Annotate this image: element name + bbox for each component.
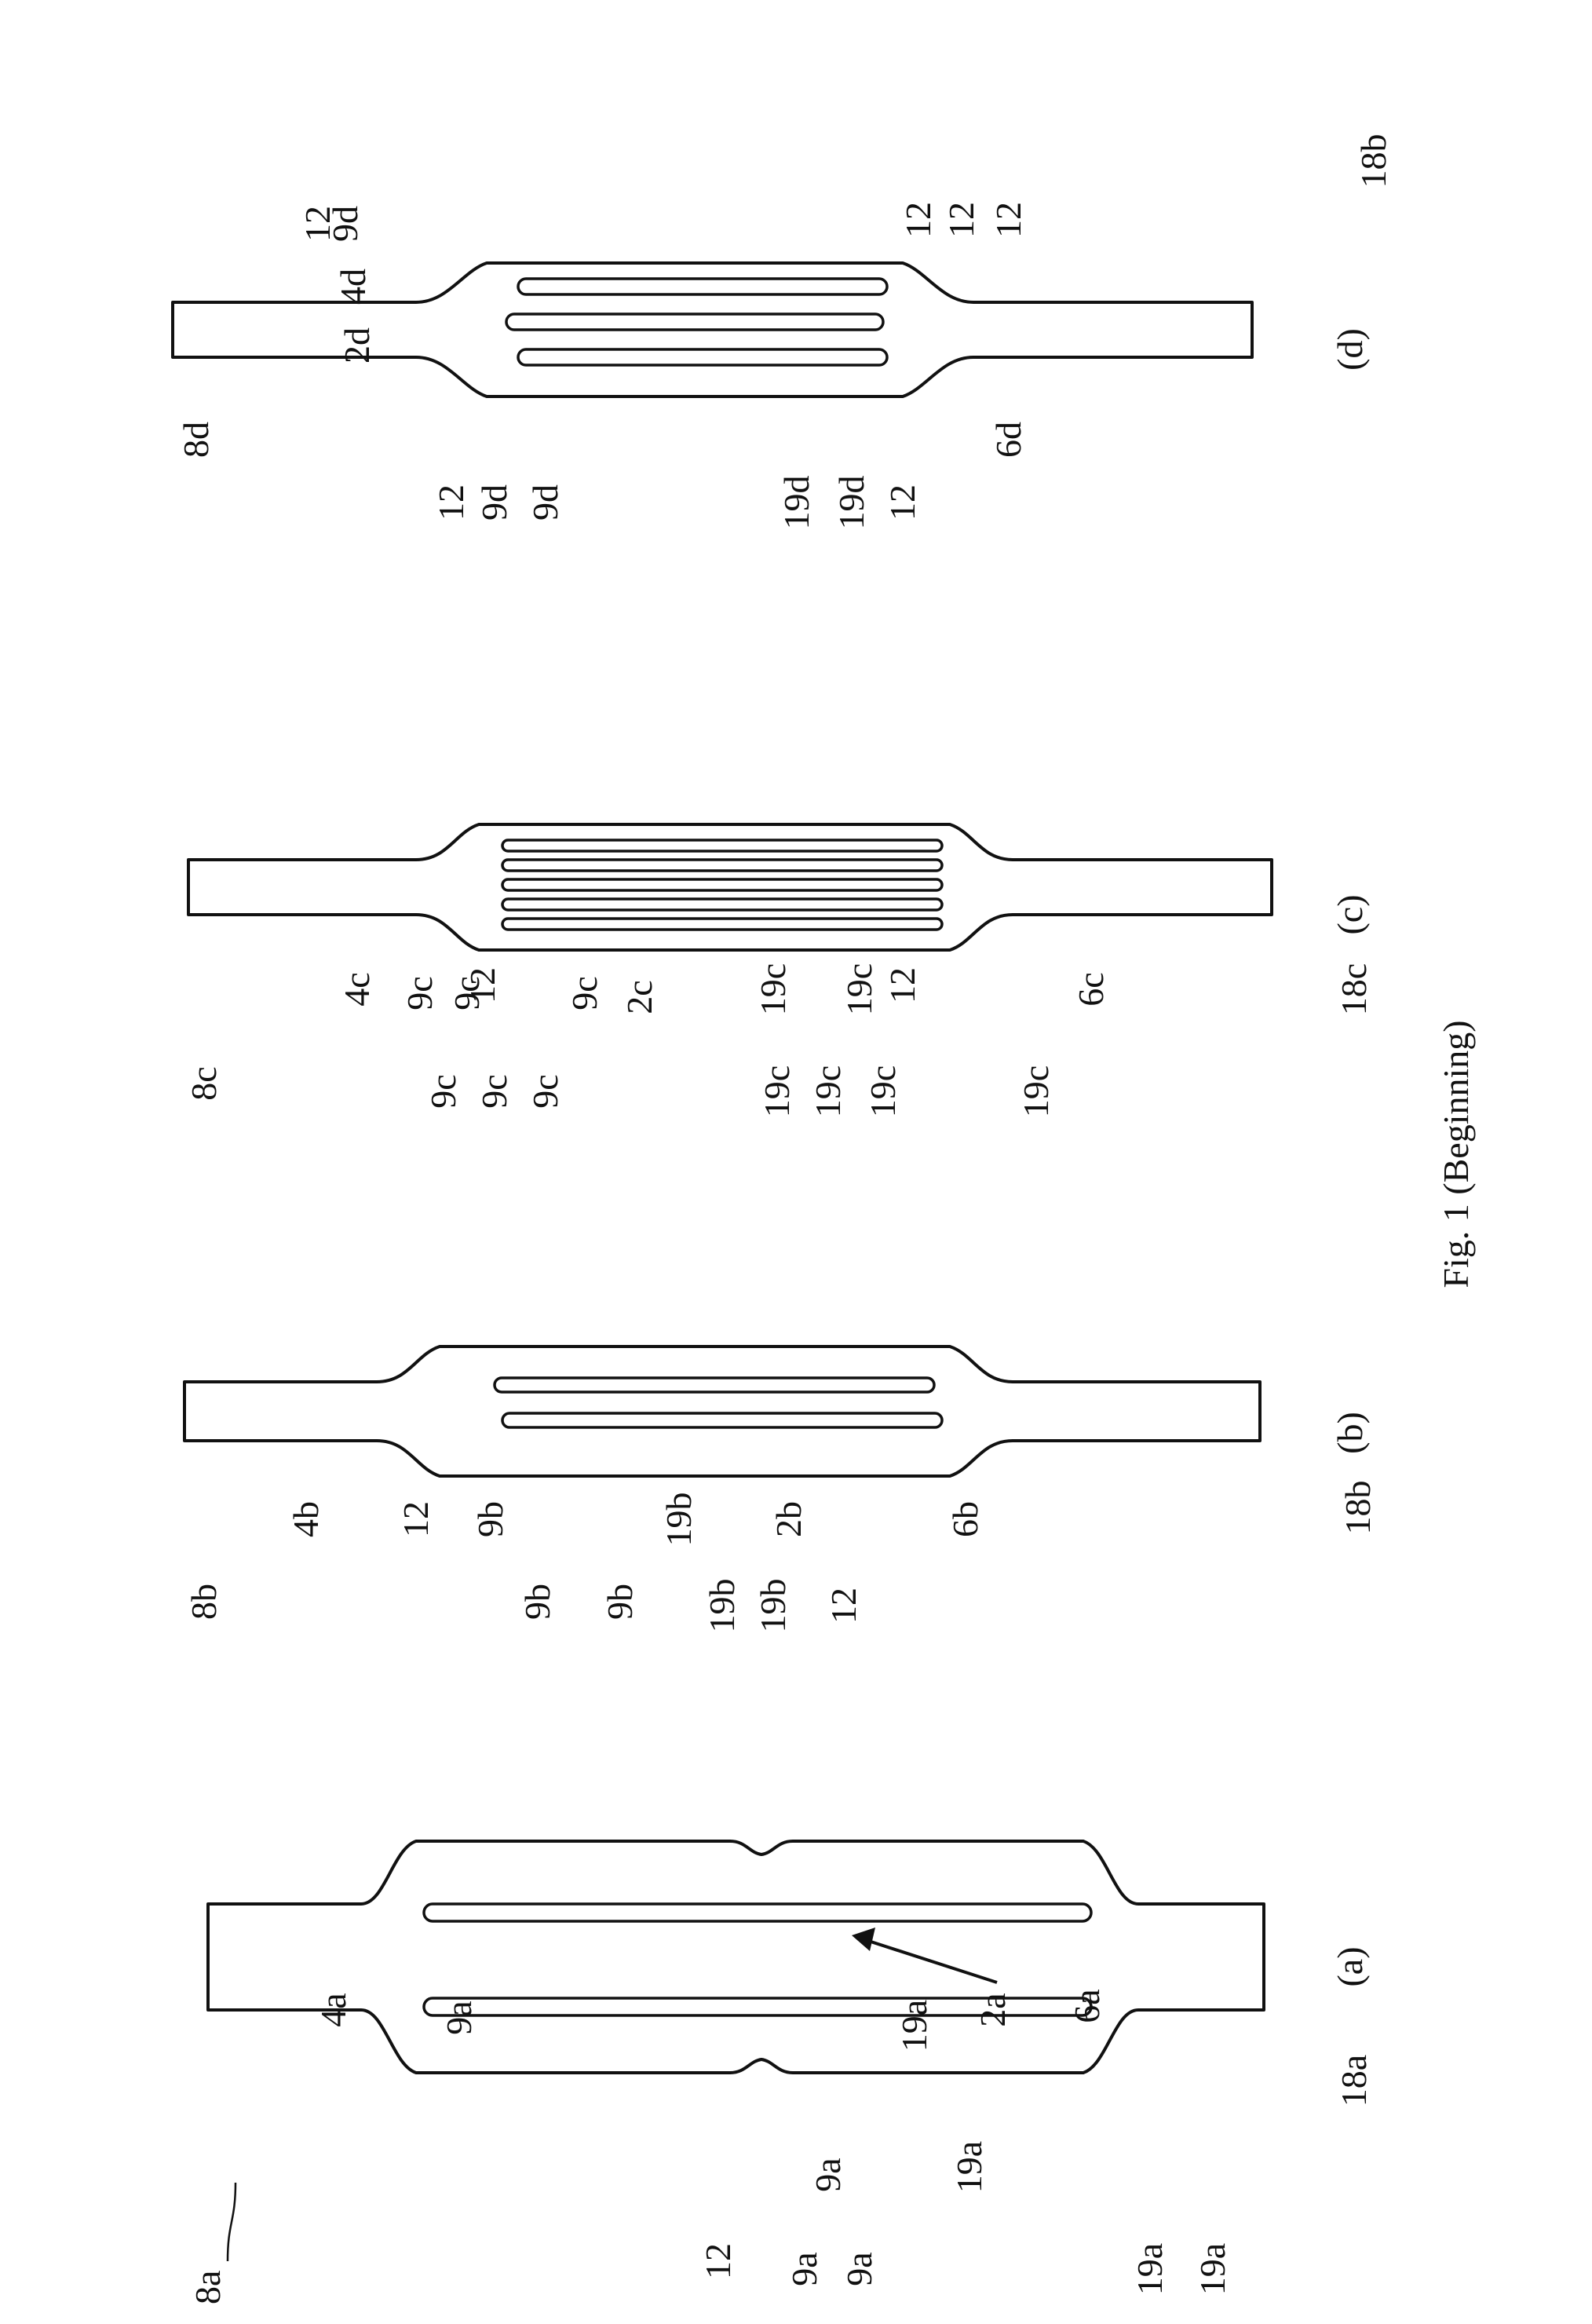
panel-c-ref-lower-leg-1: 19c [753,963,793,1015]
panel-b-ref-joint-lower: 12 [823,1588,864,1624]
panel-b-body-outline [184,1347,1260,1476]
panel-a-ref-top-end: 8a [188,2271,228,2304]
panel-b-ref-bottom-region: 6b [945,1501,985,1537]
panel-d-ref-joint-4: 12 [941,202,981,238]
panel-b-ref-upper-leg-3: 9b [600,1584,640,1620]
panel-c-drawing [188,824,1272,950]
panel-c-ref-top-end: 8c [184,1066,224,1100]
panel-b-slot-1 [495,1378,934,1392]
panel-b-ref-top-region: 4b [286,1501,326,1537]
panel-a-ref-assembly: 2a [973,1993,1013,2026]
panel-b-ref-bottom-end: 18b [1338,1481,1378,1535]
figure-caption: Fig. 1 (Beginning) [1436,1020,1476,1288]
panel-a-ref-lower-leg-1: 19a [894,2000,934,2052]
panel-c-slot-3 [502,879,942,890]
panel-a-ref-upper-leg-2: 9a [808,2158,848,2191]
panel-b-slot-2 [502,1413,942,1427]
panel-d-ref-joint-6: 12 [898,202,938,238]
panel-b-ref-joint-upper: 12 [396,1501,436,1537]
panel-a-drawing [208,1841,1264,2073]
panel-c-ref-upper-leg-1: 9c [400,976,440,1010]
panel-d-ref-lower-leg-1: 19d [776,476,816,530]
panel-a-slot-1 [424,1904,1091,1921]
panel-a-ref-lower-leg-3: 19a [1130,2243,1170,2295]
panel-d-ref-lower-leg-2: 19d [831,476,871,530]
panel-d-ref-top-region: 4d [333,269,373,305]
panel-d-slot-1 [518,279,887,294]
panel-d-label: (d) [1330,328,1370,371]
panel-d-ref-joint-5: 12 [988,202,1028,238]
panel-a-ref-bottom-end: 18a [1334,2055,1374,2107]
panel-d-ref-upper-leg-2: 9d [474,484,514,521]
panel-c-ref-joint-lower: 12 [882,967,922,1003]
panel-c-ref-upper-leg-6: 9c [525,1074,565,1108]
panel-d-slot-2 [506,314,883,330]
panel-b-drawing [184,1347,1260,1476]
panel-c-ref-lower-leg-5: 19c [863,1065,903,1117]
panel-c-slot-4 [502,899,942,910]
panel-c-slot-2 [502,860,942,871]
panel-a-body-outline [208,1841,1264,2073]
panel-c-ref-lower-leg-4: 19c [808,1065,848,1117]
panel-a-ref-upper-leg-3: 9a [784,2252,824,2286]
panel-c-ref-lower-leg-3: 19c [757,1065,797,1117]
panel-b-ref-lower-leg-3: 19b [753,1579,793,1633]
panel-b-ref-assembly: 2b [769,1501,809,1537]
panel-d-ref-joint-3: 12 [882,484,922,521]
panel-a-label: (a) [1330,1946,1370,1986]
panel-a-ref-upper-leg-1: 9a [439,2001,479,2034]
panel-d-ref-bottom-end: 18b [1353,134,1393,188]
panel-b-label: (b) [1330,1412,1370,1454]
panel-c-ref-upper-leg-5: 9c [474,1074,514,1108]
panel-c-ref-top-region: 4c [337,972,377,1006]
panel-c-ref-bottom-region: 6c [1071,972,1111,1006]
panel-a-ref-bottom-region: 6a [1067,1989,1107,2023]
panel-c-label: (c) [1330,894,1370,934]
panel-c-ref-lower-leg-2: 19c [839,963,879,1015]
panel-b-ref-top-end: 8b [184,1584,224,1620]
panel-b-ref-upper-leg-2: 9b [517,1584,557,1620]
panel-c-slot-5 [502,919,942,930]
panel-c-ref-upper-leg-3: 9c [564,976,604,1010]
panel-d-slot-3 [518,349,887,365]
panel-a-ref-joint: 12 [698,2243,738,2279]
panel-a-ref-top-region: 4a [313,1993,353,2026]
panel-b-ref-lower-leg-1: 19b [659,1493,699,1547]
panel-a-ref-lower-leg-2: 19a [949,2141,989,2193]
panel-d-ref-top-end: 8d [176,422,216,458]
panel-a-ref-lower-leg-4: 19a [1192,2243,1232,2295]
panel-a-ref-upper-leg-4: 9a [839,2252,879,2286]
panel-b-ref-lower-leg-2: 19b [702,1579,742,1633]
panel-d-ref-joint-1: 12 [298,206,338,242]
panel-d-ref-assembly: 2d [337,327,377,364]
panel-c-ref-joint-upper: 12 [462,967,502,1003]
panel-b-ref-upper-leg-1: 9b [470,1501,510,1537]
panel-c-ref-assembly: 2c [619,980,659,1014]
panel-d-ref-upper-leg-3: 9d [525,484,565,521]
panel-c-ref-lower-leg-6: 19c [1016,1065,1056,1117]
panel-c-slot-1 [502,840,942,851]
panel-d-ref-joint-2: 12 [431,484,471,521]
panel-c-ref-upper-leg-4: 9c [423,1074,463,1108]
panel-c-ref-bottom-end: 18c [1334,963,1374,1015]
panel-d-ref-bottom-region: 6d [988,422,1028,458]
